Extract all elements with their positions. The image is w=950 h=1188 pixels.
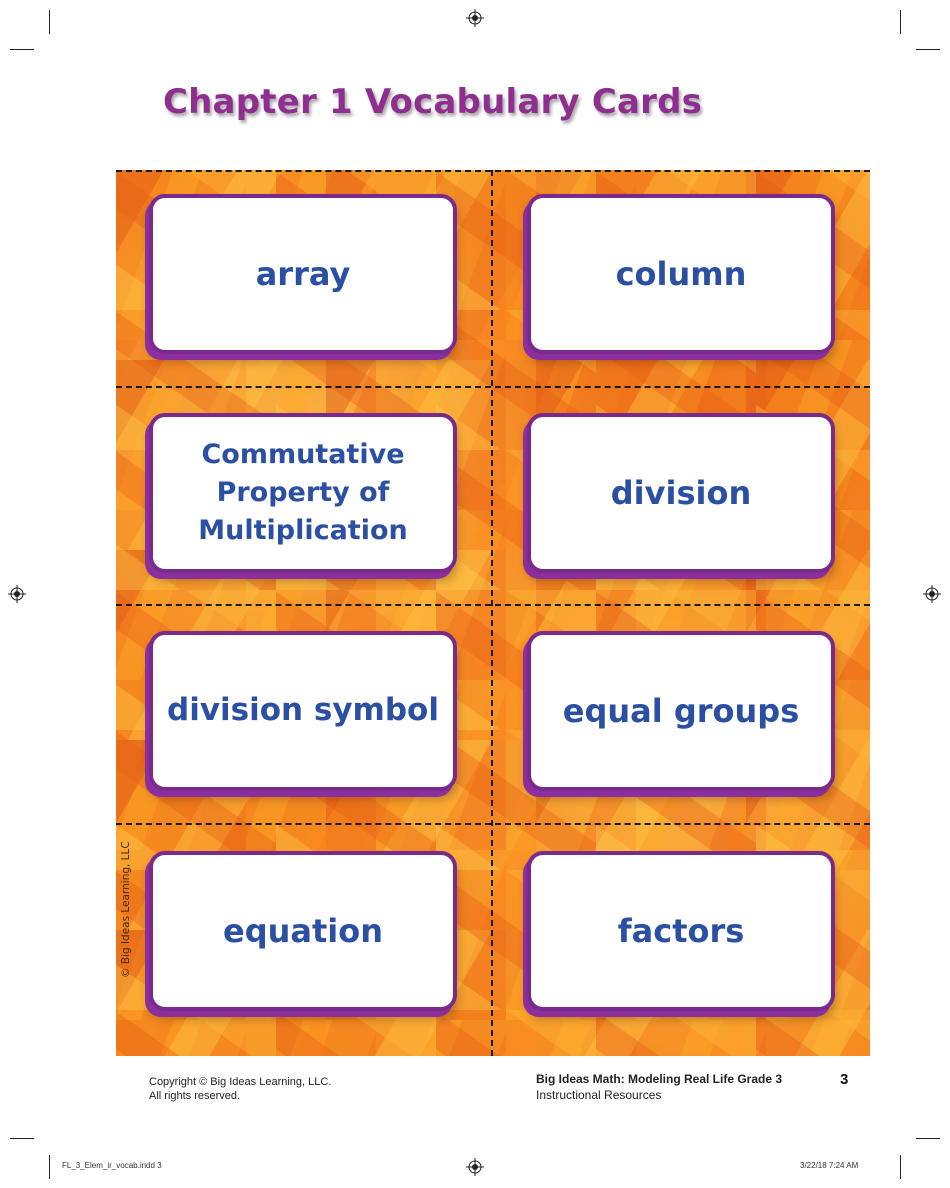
card-term-line: Property of (216, 477, 390, 509)
cut-line (116, 604, 870, 606)
book-subtitle: Instructional Resources (536, 1087, 662, 1102)
slug-date-time: 3/22/18 7:24 AM (800, 1161, 859, 1170)
side-copyright: © Big Ideas Learning, LLC (120, 841, 132, 978)
card-term: column (615, 254, 747, 293)
vocab-card-equal-groups: equal groups (527, 631, 835, 791)
vocab-card-division-symbol: division symbol (149, 631, 457, 791)
copyright-line: All rights reserved. (149, 1090, 241, 1103)
crop-mark (916, 1138, 940, 1139)
registration-mark-icon (923, 585, 941, 603)
vocabulary-card-sheet: array column Commutative Property of Mul… (116, 170, 870, 1056)
cut-line (491, 170, 493, 1056)
vocab-card-factors: factors (527, 851, 835, 1011)
crop-mark (10, 1138, 34, 1139)
registration-mark-icon (466, 9, 484, 27)
vocab-card-column: column (527, 194, 835, 354)
crop-mark (49, 1155, 50, 1179)
crop-mark (10, 49, 34, 50)
card-term: array (255, 254, 351, 293)
vocab-card-division: division (527, 413, 835, 573)
card-term: factors (617, 911, 745, 950)
card-term-line: Commutative (201, 439, 405, 471)
card-term: division symbol (167, 692, 439, 729)
card-term: equal groups (562, 691, 800, 730)
card-term: Commutative Property of Multiplication (198, 436, 408, 549)
slug-file-name: FL_3_Elem_ir_vocab.indd 3 (62, 1161, 162, 1170)
copyright-line: Copyright © Big Ideas Learning, LLC. (149, 1076, 332, 1088)
cut-line (116, 823, 870, 825)
card-term: equation (222, 911, 383, 950)
footer-book-info: Big Ideas Math: Modeling Real Life Grade… (536, 1072, 782, 1103)
book-title: Big Ideas Math: Modeling Real Life Grade… (536, 1072, 783, 1086)
card-term: division (610, 473, 752, 512)
card-term-line: Multiplication (198, 514, 408, 546)
registration-mark-icon (8, 585, 26, 603)
page-number: 3 (840, 1071, 849, 1088)
page-title: Chapter 1 Vocabulary Cards (163, 82, 703, 122)
crop-mark (900, 1155, 901, 1179)
crop-mark (916, 49, 940, 50)
crop-mark (49, 10, 50, 34)
cut-line (116, 386, 870, 388)
vocab-card-array: array (149, 194, 457, 354)
cut-line (116, 170, 870, 172)
vocab-card-equation: equation (149, 851, 457, 1011)
crop-mark (900, 10, 901, 34)
vocab-card-commutative-property: Commutative Property of Multiplication (149, 413, 457, 573)
registration-mark-icon (466, 1158, 484, 1176)
footer-copyright: Copyright © Big Ideas Learning, LLC. All… (149, 1075, 331, 1104)
